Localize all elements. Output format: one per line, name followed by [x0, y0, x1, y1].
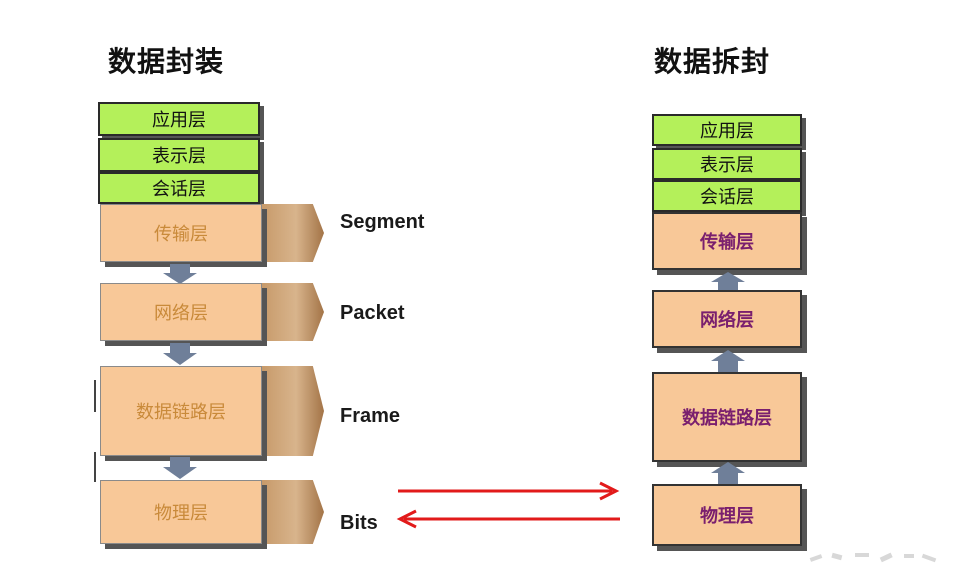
dec-physical-layer: 物理层: [652, 484, 802, 546]
encapsulation-title: 数据封装: [108, 45, 225, 78]
dec-transport-layer: 传输层: [652, 212, 802, 270]
dec-up-arrow-2: [711, 350, 745, 372]
enc-bits-tab: [262, 480, 324, 544]
enc-down-arrow-3: [163, 457, 197, 479]
watermark-graphic: [809, 552, 937, 563]
left-edge-mark-2: [94, 452, 96, 482]
dec-application-layer: 应用层: [652, 114, 802, 146]
enc-physical-layer: 物理层: [100, 480, 262, 544]
enc-frame-tab: [262, 366, 324, 456]
enc-session-layer: 会话层: [98, 172, 260, 204]
flow-arrows: [396, 481, 620, 529]
pdu-frame-label: Frame: [340, 405, 401, 427]
left-edge-mark-1: [94, 380, 96, 412]
flow-arrow-left: [396, 509, 620, 529]
dec-network-layer: 网络层: [652, 290, 802, 348]
flow-arrow-right: [398, 481, 620, 501]
enc-packet-tab: [262, 283, 324, 341]
dec-session-layer: 会话层: [652, 180, 802, 212]
enc-down-arrow-2: [163, 343, 197, 365]
pdu-packet-label: Packet: [340, 302, 405, 324]
dec-presentation-layer: 表示层: [652, 148, 802, 180]
enc-down-arrow-1: [163, 264, 197, 284]
enc-transport-layer: 传输层: [100, 204, 262, 262]
pdu-bits-label: Bits: [340, 512, 378, 534]
dec-up-arrow-1: [711, 272, 745, 292]
enc-segment-tab: [262, 204, 324, 262]
dec-up-arrow-3: [711, 462, 745, 484]
enc-network-layer: 网络层: [100, 283, 262, 341]
dec-datalink-layer: 数据链路层: [652, 372, 802, 462]
decapsulation-title: 数据拆封: [654, 45, 771, 78]
enc-presentation-layer: 表示层: [98, 138, 260, 172]
enc-datalink-layer: 数据链路层: [100, 366, 262, 456]
pdu-segment-label: Segment: [340, 211, 425, 233]
enc-application-layer: 应用层: [98, 102, 260, 136]
